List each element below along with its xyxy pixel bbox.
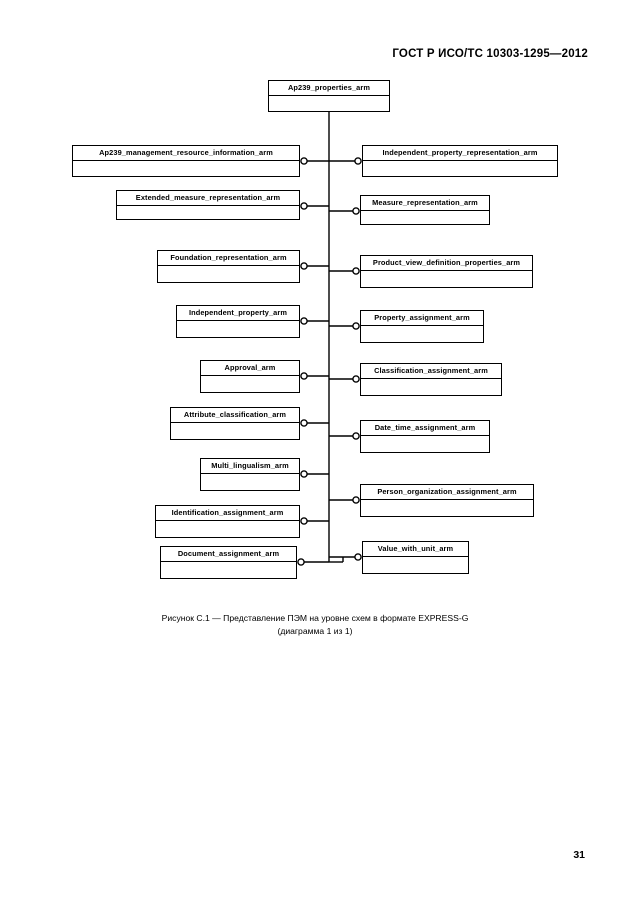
entity-label: Document_assignment_arm [161,547,296,562]
figure-caption: Рисунок C.1 — Представление ПЭМ на уровн… [0,612,630,637]
entity-label: Ap239_properties_arm [269,81,389,96]
connector-endpoint-e09 [300,372,308,380]
connector-endpoint-e02 [354,157,362,165]
entity-attribute-area [201,474,299,489]
entity-attribute-area [361,211,489,223]
entity-label: Product_view_definition_properties_arm [361,256,532,271]
connector-endpoint-e03 [300,202,308,210]
entity-box-e05: Foundation_representation_arm [157,250,300,283]
connector-endpoint-e14 [352,496,360,504]
diagram-connectors [297,112,362,566]
entity-attribute-area [361,326,483,341]
entity-label: Ap239_management_resource_information_ar… [73,146,299,161]
entity-attribute-area [201,376,299,391]
entity-label: Measure_representation_arm [361,196,489,211]
connector-endpoint-e06 [352,267,360,275]
entity-attribute-area [363,557,468,572]
document-header-standard-number: ГОСТ Р ИСО/ТС 10303-1295—2012 [392,48,588,60]
entity-label: Date_time_assignment_arm [361,421,489,436]
connector-endpoint-e08 [352,322,360,330]
entity-box-e01: Ap239_management_resource_information_ar… [72,145,300,177]
entity-box-e04: Measure_representation_arm [360,195,490,225]
entity-box-e08: Property_assignment_arm [360,310,484,343]
entity-label: Person_organization_assignment_arm [361,485,533,500]
entity-box-e11: Attribute_classification_arm [170,407,300,440]
entity-box-e06: Product_view_definition_properties_arm [360,255,533,288]
connector-endpoint-e13 [300,470,308,478]
entity-box-e07: Independent_property_arm [176,305,300,338]
connector-endpoint-e04 [352,207,360,215]
connector-endpoint-e11 [300,419,308,427]
figure-caption-line-1: Рисунок C.1 — Представление ПЭМ на уровн… [161,613,469,623]
connector-endpoint-e05 [300,262,308,270]
entity-box-e16: Document_assignment_arm [160,546,297,579]
figure-caption-line-2: (диаграмма 1 из 1) [277,625,353,636]
entity-label: Approval_arm [201,361,299,376]
entity-attribute-area [361,436,489,451]
entity-attribute-area [117,206,299,218]
connector-endpoint-e17 [354,553,362,561]
entity-label: Property_assignment_arm [361,311,483,326]
entity-attribute-area [361,500,533,515]
entity-label: Independent_property_representation_arm [363,146,557,161]
page-number: 31 [573,849,585,861]
entity-box-e02: Independent_property_representation_arm [362,145,558,177]
entity-box-root: Ap239_properties_arm [268,80,390,112]
entity-attribute-area [171,423,299,438]
connector-endpoint-e07 [300,317,308,325]
entity-attribute-area [269,96,389,110]
entity-attribute-area [158,266,299,281]
entity-box-e10: Classification_assignment_arm [360,363,502,396]
connector-endpoint-e10 [352,375,360,383]
connector-endpoint-e16 [297,558,305,566]
entity-attribute-area [361,271,532,286]
entity-label: Multi_lingualism_arm [201,459,299,474]
entity-attribute-area [361,379,501,394]
entity-label: Extended_measure_representation_arm [117,191,299,206]
connector-endpoint-e12 [352,432,360,440]
entity-attribute-area [156,521,299,536]
entity-attribute-area [73,161,299,175]
entity-attribute-area [363,161,557,175]
entity-label: Classification_assignment_arm [361,364,501,379]
connector-endpoint-e15 [300,517,308,525]
connector-endpoint-e01 [300,157,308,165]
entity-label: Identification_assignment_arm [156,506,299,521]
entity-label: Attribute_classification_arm [171,408,299,423]
entity-box-e14: Person_organization_assignment_arm [360,484,534,517]
entity-box-e17: Value_with_unit_arm [362,541,469,574]
entity-box-e15: Identification_assignment_arm [155,505,300,538]
entity-box-e03: Extended_measure_representation_arm [116,190,300,220]
entity-box-e09: Approval_arm [200,360,300,393]
entity-attribute-area [177,321,299,336]
entity-box-e12: Date_time_assignment_arm [360,420,490,453]
entity-box-e13: Multi_lingualism_arm [200,458,300,491]
entity-label: Value_with_unit_arm [363,542,468,557]
entity-label: Foundation_representation_arm [158,251,299,266]
entity-label: Independent_property_arm [177,306,299,321]
entity-attribute-area [161,562,296,577]
